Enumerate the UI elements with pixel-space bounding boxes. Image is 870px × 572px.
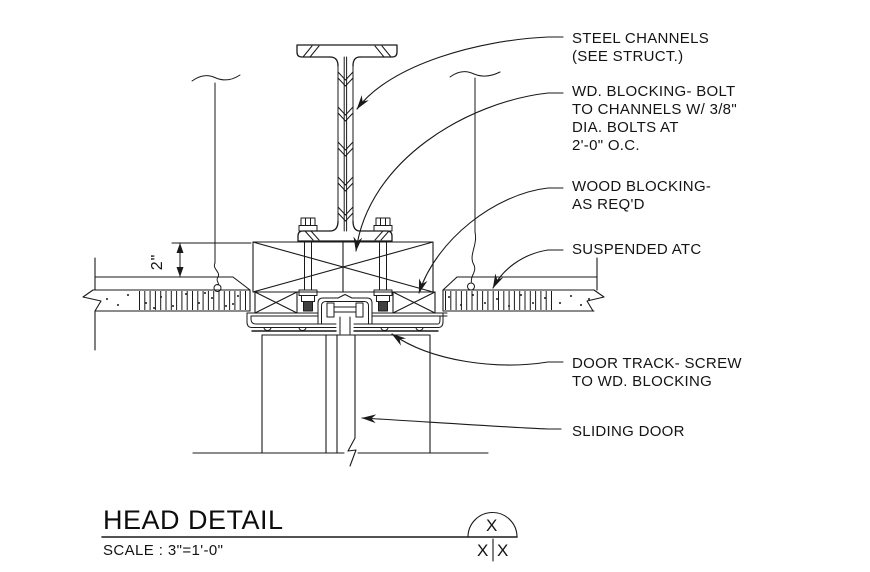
door-track-profile	[246, 294, 448, 335]
hanger-wire-right	[449, 71, 501, 291]
wood-blocking-small-left	[254, 291, 298, 314]
bolt-right	[373, 217, 393, 312]
leader-door-track	[391, 333, 564, 366]
leader-suspended-atc	[492, 249, 564, 289]
dimension-2in-label: 2"	[149, 253, 166, 271]
callout-door-track: DOOR TRACK- SCREW TO WD. BLOCKING	[572, 355, 742, 390]
callout-suspended-atc: SUSPENDED ATC	[572, 241, 702, 258]
callout-steel-channels: STEEL CHANNELS (SEE STRUCT.)	[572, 30, 710, 65]
wood-blocking-small-right	[392, 291, 436, 314]
leader-wd-blocking-bolt	[353, 92, 564, 252]
leader-lines	[353, 36, 564, 430]
detail-title: HEAD DETAIL	[103, 505, 284, 535]
callout-sliding-door: SLIDING DOOR	[572, 423, 685, 440]
callout-wd-blocking-bolt: WD. BLOCKING- BOLT TO CHANNELS W/ 3/8" D…	[572, 83, 737, 154]
sliding-door-section	[192, 334, 489, 467]
web-chevrons	[337, 71, 354, 222]
leader-steel-channels	[356, 36, 564, 110]
steel-channels-section	[296, 44, 398, 242]
break-symbol	[347, 437, 357, 467]
bubble-sheet-right: X	[497, 541, 509, 560]
atc-ceiling-right	[442, 257, 605, 312]
atc-dots-right	[448, 294, 590, 307]
wood-blocking-main	[252, 241, 434, 293]
leader-sliding-door	[361, 414, 562, 430]
bubble-detail-number: X	[486, 516, 498, 535]
atc-dots-left	[106, 292, 239, 309]
atc-ceiling-left	[82, 257, 251, 351]
callout-wood-blocking: WOOD BLOCKING- AS REQ'D	[572, 178, 712, 213]
hanger-wire-left	[191, 74, 241, 292]
detail-scale: SCALE : 3"=1'-0"	[103, 542, 224, 559]
leader-wood-blocking	[418, 187, 564, 294]
bolt-left	[298, 217, 318, 312]
title-block: HEAD DETAIL SCALE : 3"=1'-0"	[103, 505, 284, 559]
detail-bubble	[467, 512, 518, 562]
dimension-2in	[171, 242, 252, 278]
bubble-sheet-left: X	[477, 541, 489, 560]
